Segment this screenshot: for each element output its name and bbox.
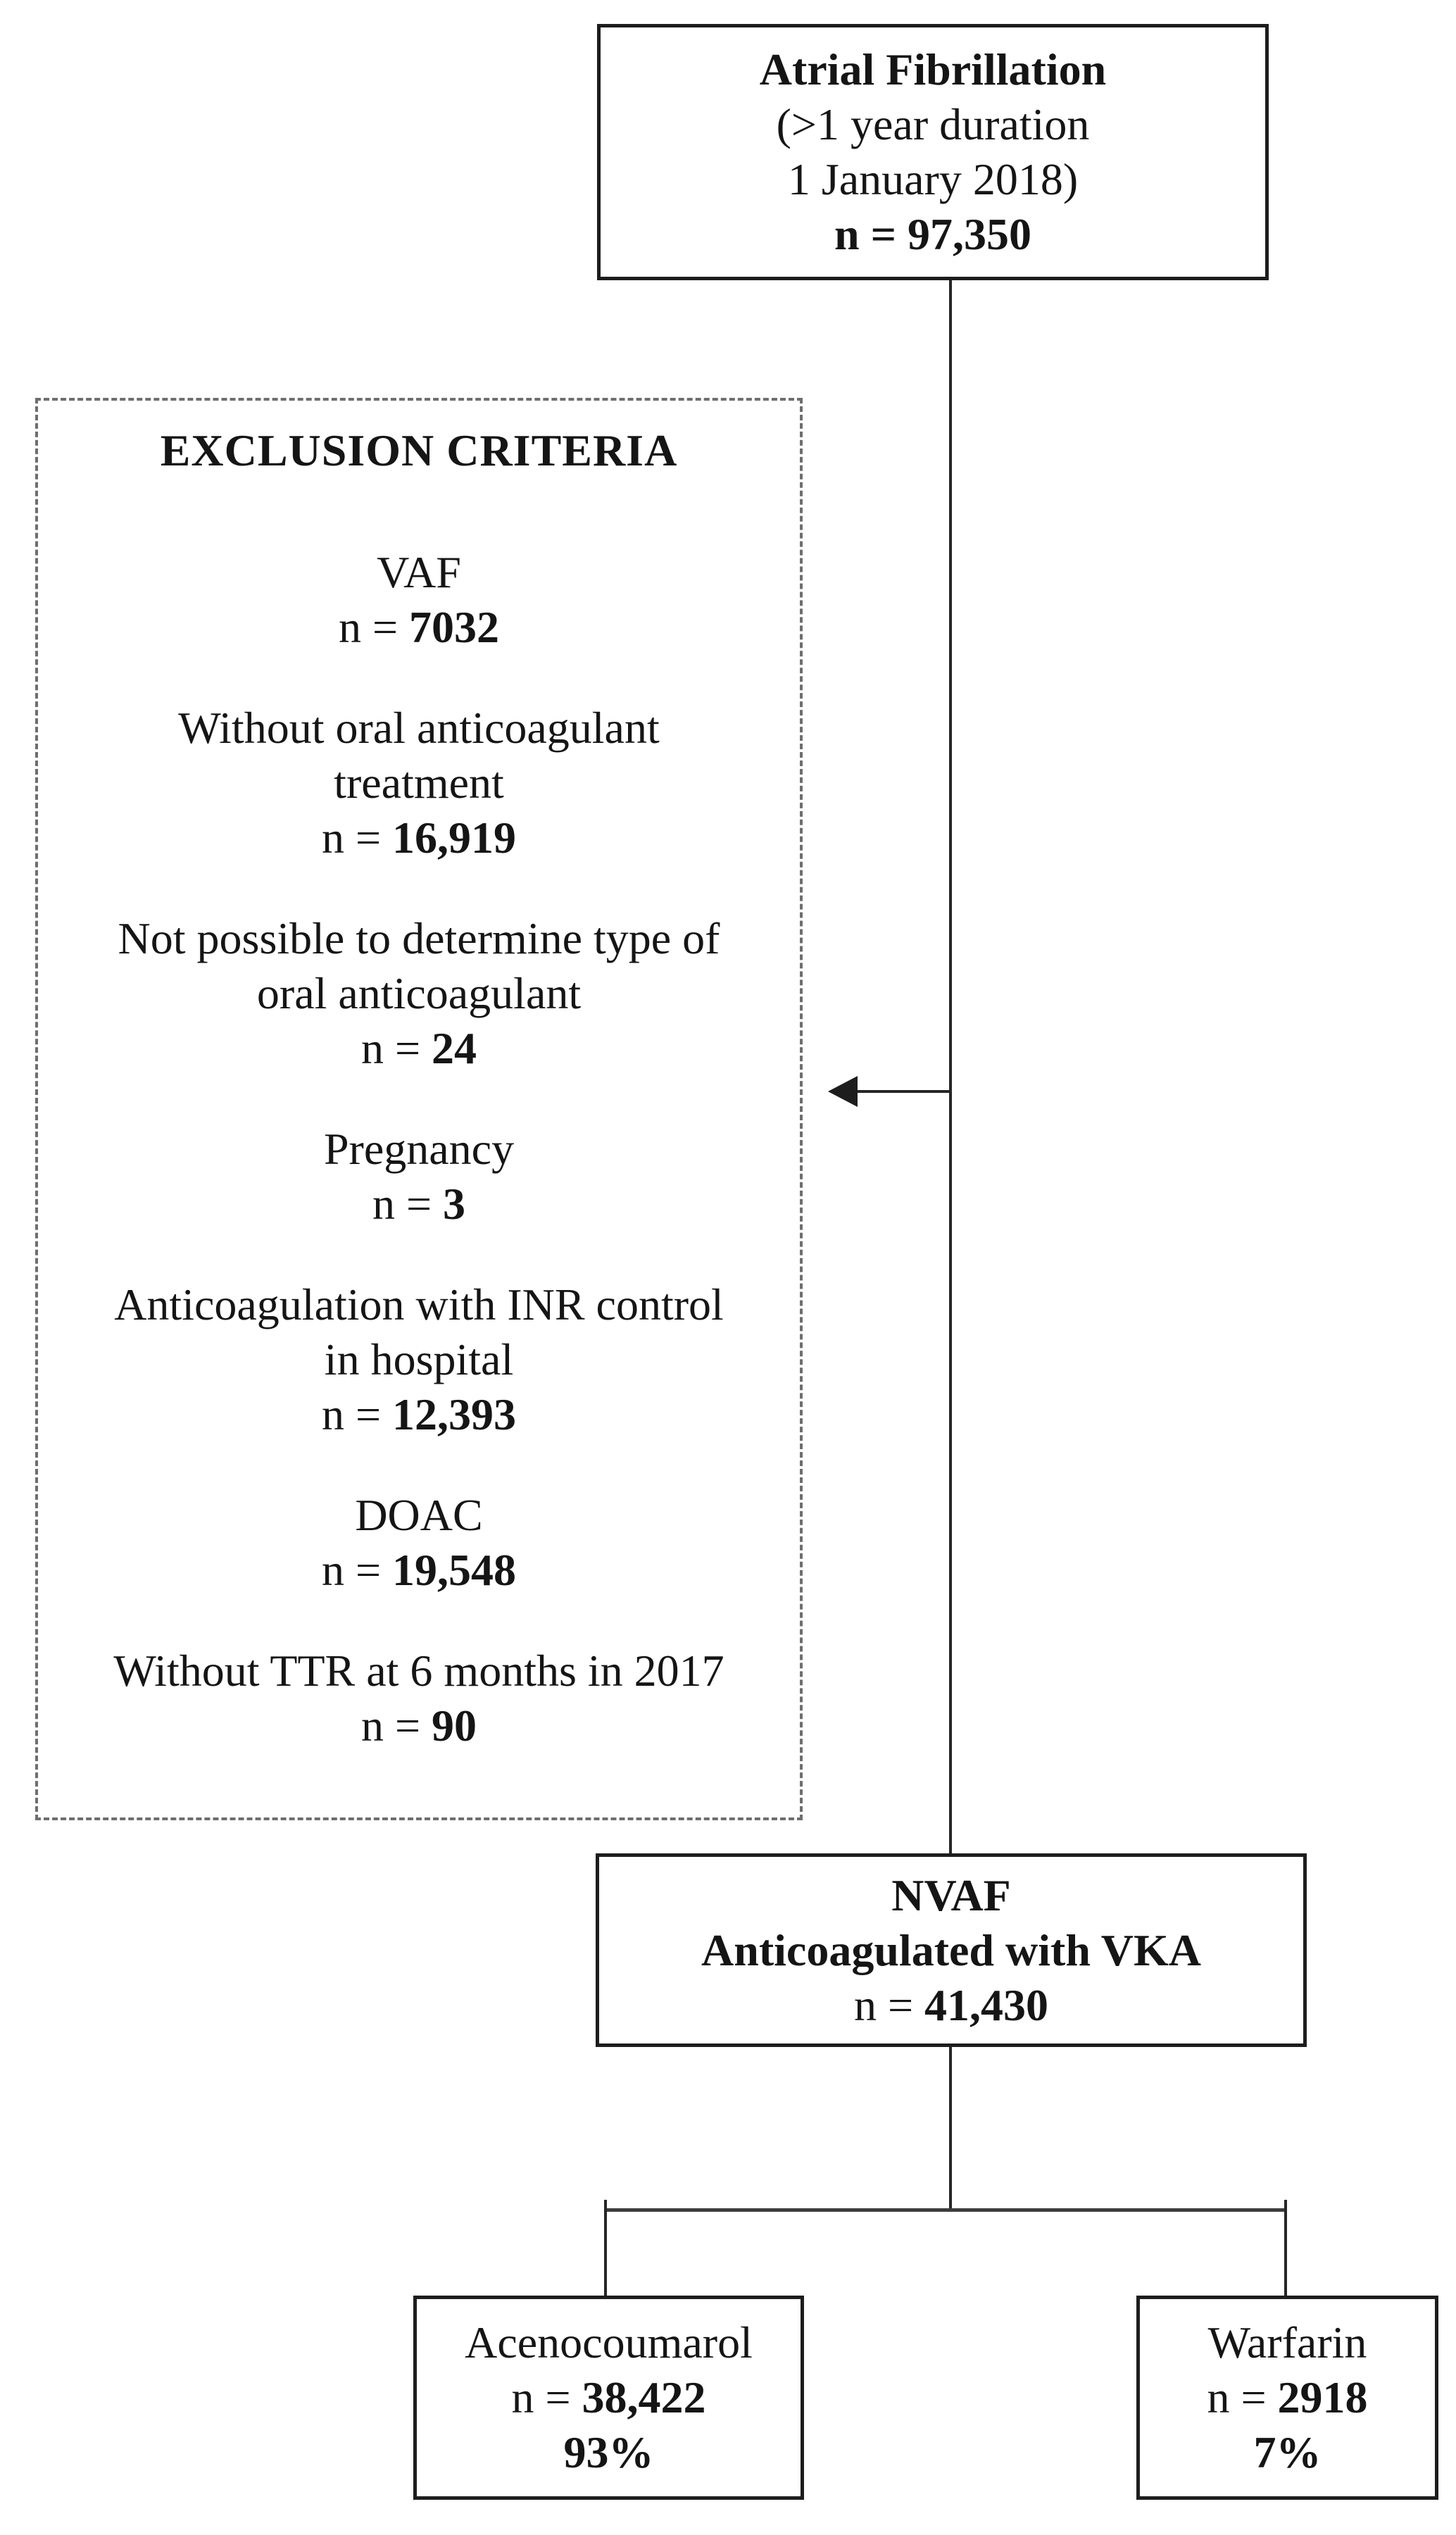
exclusion-item-label: Without TTR at 6 months in 2017 bbox=[113, 1646, 724, 1696]
atrial-fibrillation-box: Atrial Fibrillation (>1 year duration 1 … bbox=[597, 24, 1269, 280]
acenocoumarol-n: n = 38,422 bbox=[511, 2370, 705, 2425]
acenocoumarol-label: Acenocoumarol bbox=[465, 2317, 753, 2367]
acenocoumarol-pct: 93% bbox=[563, 2427, 654, 2477]
n-value: 16,919 bbox=[392, 813, 517, 863]
warfarin-label: Warfarin bbox=[1207, 2317, 1367, 2367]
exclusion-item-doac: DOAC n = 19,548 bbox=[51, 1488, 787, 1598]
exclusion-title: EXCLUSION CRITERIA bbox=[160, 425, 678, 475]
exclusion-item-label: Pregnancy bbox=[323, 1124, 515, 1174]
nvaf-to-branch-connector bbox=[949, 2047, 952, 2210]
atrial-fibrillation-title: Atrial Fibrillation bbox=[759, 44, 1107, 94]
exclusion-item-no-oac: Without oral anticoagulant treatment n =… bbox=[51, 701, 787, 865]
exclusion-item-n: n = 16,919 bbox=[51, 810, 787, 865]
exclusion-item-pregnancy: Pregnancy n = 3 bbox=[51, 1122, 787, 1232]
exclusion-item-label: DOAC bbox=[355, 1490, 483, 1540]
exclusion-item-n: n = 90 bbox=[51, 1698, 787, 1753]
n-prefix: n = bbox=[360, 1701, 432, 1751]
branch-descender-left bbox=[604, 2200, 607, 2296]
nvaf-box: NVAF Anticoagulated with VKA n = 41,430 bbox=[596, 1853, 1307, 2047]
n-prefix: n = bbox=[321, 1389, 393, 1439]
branch-descender-right bbox=[1284, 2200, 1287, 2296]
n-value: 19,548 bbox=[392, 1545, 517, 1595]
warfarin-n: n = 2918 bbox=[1207, 2370, 1367, 2425]
n-prefix: n = bbox=[321, 813, 393, 863]
n-value: 90 bbox=[432, 1701, 477, 1751]
atrial-fibrillation-n: n = 97,350 bbox=[834, 209, 1032, 259]
nvaf-subtitle: Anticoagulated with VKA bbox=[701, 1924, 1201, 1975]
exclusion-item-label: Without oral anticoagulant treatment bbox=[178, 703, 660, 808]
exclusion-item-label: Anticoagulation with INR control in hosp… bbox=[114, 1279, 724, 1384]
duration-line: (>1 year duration bbox=[776, 99, 1090, 149]
n-value: 2918 bbox=[1277, 2372, 1368, 2422]
exclusion-item-undetermined-oac: Not possible to determine type of oral a… bbox=[51, 911, 787, 1076]
n-prefix: n = bbox=[511, 2372, 582, 2422]
exclusion-item-n: n = 12,393 bbox=[51, 1387, 787, 1442]
warfarin-pct: 7% bbox=[1253, 2427, 1322, 2477]
n-prefix: n = bbox=[360, 1023, 432, 1073]
n-prefix: n = bbox=[372, 1179, 444, 1229]
n-value: 41,430 bbox=[924, 1979, 1049, 2030]
date-line: 1 January 2018) bbox=[787, 154, 1079, 204]
exclusion-item-inr-hospital: Anticoagulation with INR control in hosp… bbox=[51, 1277, 787, 1442]
exclusion-item-n: n = 7032 bbox=[51, 600, 787, 655]
n-prefix: n = bbox=[321, 1545, 393, 1595]
n-value: 24 bbox=[432, 1023, 477, 1073]
n-value: 7032 bbox=[409, 602, 500, 652]
exclusion-item-n: n = 24 bbox=[51, 1021, 787, 1076]
exclusion-item-label: VAF bbox=[377, 547, 461, 597]
exclusion-criteria-box: EXCLUSION CRITERIA VAF n = 7032 Without … bbox=[35, 398, 803, 1820]
exclusion-item-no-ttr: Without TTR at 6 months in 2017 n = 90 bbox=[51, 1644, 787, 1753]
nvaf-n: n = 41,430 bbox=[854, 1978, 1048, 2033]
n-value: 38,422 bbox=[582, 2372, 706, 2422]
n-prefix: n = bbox=[338, 602, 410, 652]
n-prefix: n = bbox=[1207, 2372, 1278, 2422]
main-connector-line bbox=[949, 280, 952, 1853]
acenocoumarol-box: Acenocoumarol n = 38,422 93% bbox=[413, 2296, 804, 2500]
exclusion-arrow-head bbox=[828, 1076, 858, 1107]
warfarin-box: Warfarin n = 2918 7% bbox=[1136, 2296, 1438, 2500]
nvaf-title: NVAF bbox=[891, 1870, 1011, 1920]
exclusion-arrow-shaft bbox=[857, 1090, 950, 1093]
n-value: 12,393 bbox=[392, 1389, 517, 1439]
n-prefix: n = bbox=[853, 1979, 925, 2030]
branch-line bbox=[604, 2208, 1287, 2212]
exclusion-item-n: n = 19,548 bbox=[51, 1543, 787, 1598]
n-value: 3 bbox=[443, 1179, 466, 1229]
exclusion-item-label: Not possible to determine type of oral a… bbox=[118, 913, 720, 1018]
exclusion-item-vaf: VAF n = 7032 bbox=[51, 545, 787, 655]
exclusion-item-n: n = 3 bbox=[51, 1177, 787, 1232]
